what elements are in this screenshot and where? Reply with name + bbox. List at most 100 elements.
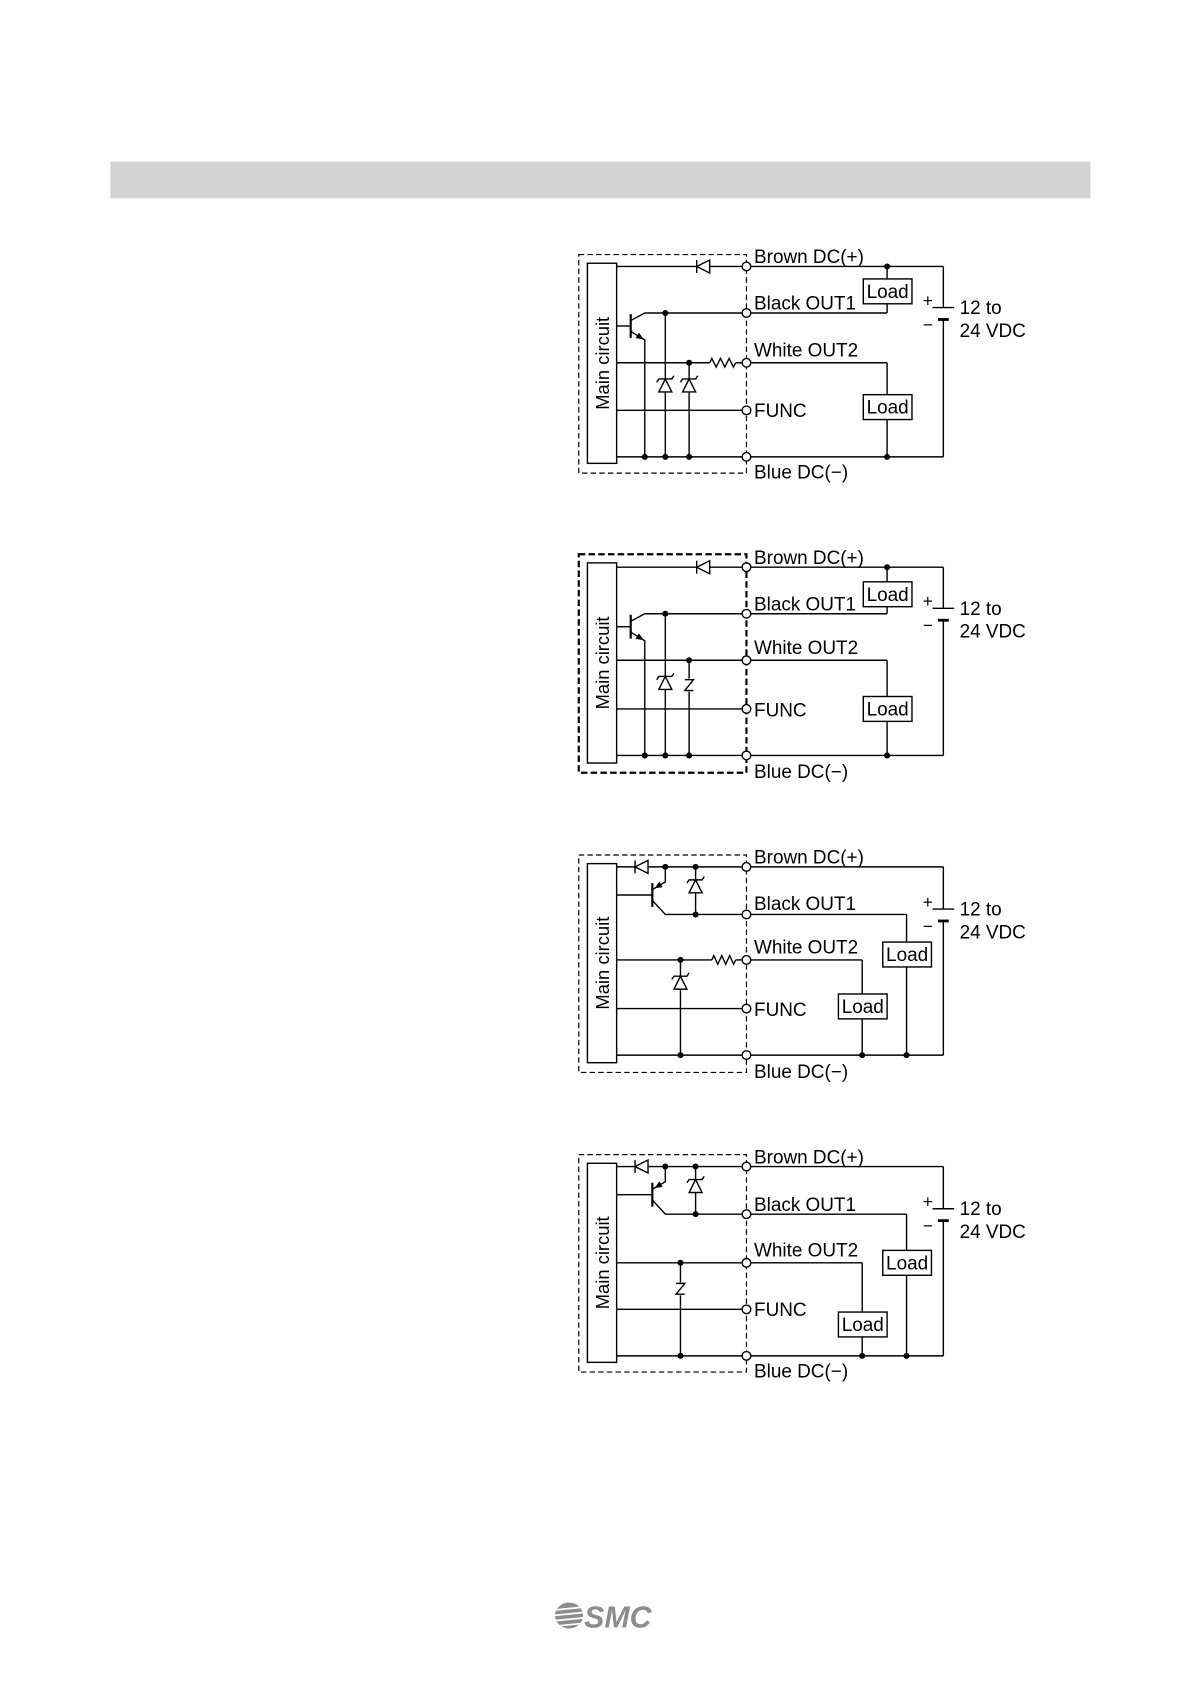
main-circuit-label: Main circuit (592, 917, 613, 1010)
terminal-label-func: FUNC (754, 701, 807, 722)
transistor-collector (651, 1199, 743, 1215)
junction-dot (692, 863, 699, 870)
zener-bar (671, 972, 690, 980)
diode-triangle (633, 1158, 649, 1175)
zener-triangle (687, 1177, 704, 1194)
transistor-emitter (630, 631, 646, 756)
main-circuit-box (586, 862, 618, 1064)
load-label: Load (886, 1253, 928, 1274)
terminal-label-black: Black OUT1 (754, 294, 856, 315)
zener-bar (686, 876, 705, 884)
terminal-label-black: Black OUT1 (754, 894, 856, 915)
terminal-label-white: White OUT2 (754, 1240, 858, 1261)
diode-icon (695, 258, 711, 275)
diode-triangle (695, 559, 711, 575)
load-box-frame (882, 1249, 933, 1276)
surge-absorber-icon (683, 678, 695, 692)
terminal-label-blue: Blue DC(−) (754, 1361, 848, 1382)
supply-plus-sign: + (923, 892, 933, 912)
load-box: Load (862, 581, 913, 608)
terminal-func (741, 1304, 752, 1315)
zener-diode-icon (686, 876, 705, 894)
junction-dot (641, 453, 648, 460)
main-circuit-label: Main circuit (592, 317, 613, 410)
supply-plus-sign: + (923, 291, 933, 311)
load-label: Load (867, 282, 909, 303)
junction-dot (677, 1259, 684, 1266)
main-circuit-label: Main circuit (592, 616, 613, 709)
zener-diode-icon (679, 375, 699, 393)
junction-dot (677, 1352, 684, 1359)
smc-logo: SMC (552, 1601, 653, 1634)
junction-dot (692, 911, 699, 918)
terminal-label-white: White OUT2 (754, 937, 858, 958)
terminal-label-black: Black OUT1 (754, 594, 856, 615)
terminal-label-brown: Brown DC(+) (754, 848, 864, 869)
terminal-label-brown: Brown DC(+) (754, 1147, 864, 1168)
terminal-label-blue: Blue DC(−) (754, 463, 848, 484)
supply-voltage-line2: 24 VDC (960, 1222, 1026, 1243)
load-box: Load (837, 993, 888, 1020)
junction-dot (662, 309, 669, 317)
supply-voltage-line1: 12 to (960, 298, 1002, 319)
zener-diode-icon (656, 375, 675, 393)
surge-absorber-z (683, 679, 695, 692)
main-circuit-box (586, 562, 618, 764)
terminal-label-func: FUNC (754, 401, 807, 422)
terminal-black (741, 1209, 752, 1220)
junction-dot (641, 752, 648, 759)
zener-bar (679, 375, 699, 383)
zener-diode-icon (656, 672, 675, 691)
terminal-label-blue: Blue DC(−) (754, 1062, 848, 1083)
transistor-collector (630, 312, 646, 322)
resistor-icon (711, 953, 737, 966)
junction-dot (662, 1163, 669, 1170)
load-box: Load (882, 1249, 933, 1276)
sensor-dashed-outline (578, 1154, 748, 1373)
load-box: Load (862, 695, 913, 723)
junction-dot (662, 863, 669, 870)
terminal-black (741, 608, 752, 619)
terminal-white (741, 1257, 752, 1268)
supply-plus-sign: + (923, 591, 933, 611)
zener-triangle (657, 674, 673, 691)
surge-absorber-z (674, 1282, 687, 1295)
load-label: Load (886, 945, 928, 966)
sensor-dashed-outline (578, 854, 748, 1074)
terminal-blue (741, 451, 752, 462)
terminal-blue (741, 750, 752, 761)
junction-dot (662, 610, 669, 617)
load-label: Load (867, 398, 909, 419)
smc-logo-stripe (552, 1616, 587, 1622)
emitter-arrow (635, 332, 644, 340)
supply-voltage-line2: 24 VDC (960, 622, 1026, 643)
resistor-icon (709, 356, 737, 369)
pnp-transistor-icon (616, 866, 743, 916)
diode-triangle (633, 859, 649, 875)
terminal-label-black: Black OUT1 (754, 1195, 856, 1216)
main-circuit-box (586, 1162, 618, 1364)
junction-dot (692, 1211, 699, 1218)
smc-logo-stripe (552, 1622, 587, 1628)
supply-voltage-line2: 24 VDC (960, 922, 1026, 943)
terminal-white (741, 954, 752, 965)
supply-voltage-line1: 12 to (960, 1199, 1002, 1220)
zener-bar (656, 672, 675, 681)
supply-minus-sign: − (923, 1215, 933, 1235)
junction-dot (662, 752, 669, 759)
emitter-arrow (635, 633, 644, 641)
zener-triangle (681, 377, 697, 393)
terminal-label-white: White OUT2 (754, 638, 858, 659)
junction-dot (677, 1052, 684, 1059)
supply-minus-sign: − (923, 314, 933, 334)
terminal-func (741, 1003, 752, 1014)
terminal-label-brown: Brown DC(+) (754, 548, 864, 569)
load-box-frame (862, 581, 913, 608)
